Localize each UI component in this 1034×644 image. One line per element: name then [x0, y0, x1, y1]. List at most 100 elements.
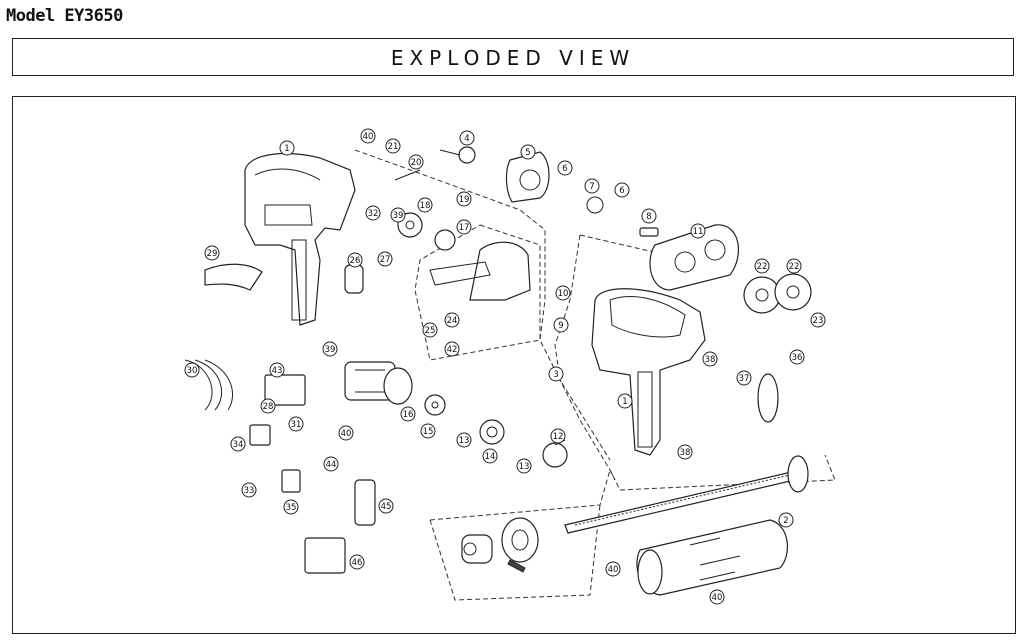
callout-label: 13	[459, 436, 470, 446]
callout-label: 3	[553, 370, 558, 380]
callout-label: 8	[646, 212, 651, 222]
part-piston	[461, 517, 539, 573]
callout-label: 5	[525, 148, 530, 158]
callout-part-9: 9	[553, 317, 569, 333]
callout-part-39: 39	[390, 207, 406, 223]
part-gears	[743, 273, 812, 314]
callout-part-35: 35	[283, 499, 299, 515]
callout-part-6: 6	[614, 182, 630, 198]
callout-part-13: 13	[516, 458, 532, 474]
callout-label: 40	[712, 593, 723, 603]
callout-part-3: 3	[548, 366, 564, 382]
callout-label: 39	[393, 211, 404, 221]
callout-part-36: 36	[789, 349, 805, 365]
callout-label: 20	[411, 158, 422, 168]
callout-part-27: 27	[377, 251, 393, 267]
callout-part-40: 40	[709, 589, 725, 605]
callout-label: 24	[447, 316, 458, 326]
callout-label: 27	[380, 255, 391, 265]
callout-part-29: 29	[204, 245, 220, 261]
callout-label: 14	[485, 452, 496, 462]
callout-part-40: 40	[338, 425, 354, 441]
part-small-components	[184, 146, 779, 574]
callout-label: 25	[425, 326, 436, 336]
callout-part-34: 34	[230, 436, 246, 452]
callout-label: 13	[519, 462, 530, 472]
callout-label: 22	[789, 262, 800, 272]
callout-part-23: 23	[810, 312, 826, 328]
callout-label: 1	[622, 397, 627, 407]
callout-part-11: 11	[690, 223, 706, 239]
callout-label: 39	[325, 345, 336, 355]
callout-label: 9	[558, 321, 563, 331]
callout-part-32: 32	[365, 205, 381, 221]
part-plunger-rod	[564, 455, 809, 534]
callout-label: 21	[388, 142, 399, 152]
assembly-group-lines	[354, 149, 836, 601]
callout-part-40: 40	[605, 561, 621, 577]
callout-part-39: 39	[322, 341, 338, 357]
callout-part-16: 16	[400, 406, 416, 422]
callout-label: 38	[705, 355, 716, 365]
callout-label: 35	[286, 503, 297, 513]
callout-part-38: 38	[677, 444, 693, 460]
callout-part-38: 38	[702, 351, 718, 367]
callout-label: 16	[403, 410, 414, 420]
callout-label: 46	[352, 558, 363, 568]
callout-label: 34	[233, 440, 244, 450]
callout-part-6: 6	[557, 160, 573, 176]
callout-label: 31	[291, 420, 302, 430]
callout-part-10: 10	[555, 285, 571, 301]
callout-label: 12	[553, 432, 564, 442]
callout-part-25: 25	[422, 322, 438, 338]
callout-label: 1	[284, 144, 289, 154]
callout-label: 17	[459, 223, 470, 233]
callout-label: 44	[326, 460, 337, 470]
callout-part-40: 40	[360, 128, 376, 144]
callout-label: 15	[423, 427, 434, 437]
callout-part-1: 1	[279, 140, 295, 156]
callout-label: 36	[792, 353, 803, 363]
callout-label: 28	[263, 402, 274, 412]
callout-label: 6	[619, 186, 624, 196]
callout-part-22: 22	[754, 258, 770, 274]
callout-label: 26	[350, 256, 361, 266]
callout-label: 22	[757, 262, 768, 272]
callout-part-2: 2	[778, 512, 794, 528]
callout-part-1: 1	[617, 393, 633, 409]
callout-part-33: 33	[241, 482, 257, 498]
callout-label: 32	[368, 209, 379, 219]
callout-part-26: 26	[347, 252, 363, 268]
callout-label: 40	[363, 132, 374, 142]
part-housing-left	[244, 152, 356, 326]
diagram-frame	[12, 96, 1016, 634]
callout-label: 38	[680, 448, 691, 458]
callout-label: 29	[207, 249, 218, 259]
callout-part-24: 24	[444, 312, 460, 328]
part-gearbox	[649, 224, 739, 291]
part-motor	[344, 361, 413, 405]
callout-label: 6	[562, 164, 567, 174]
callout-label: 37	[739, 374, 750, 384]
callout-part-42: 42	[444, 341, 460, 357]
callout-part-28: 28	[260, 398, 276, 414]
callout-part-43: 43	[269, 362, 285, 378]
callout-part-14: 14	[482, 448, 498, 464]
callout-part-44: 44	[323, 456, 339, 472]
callout-part-37: 37	[736, 370, 752, 386]
callout-label: 19	[459, 195, 470, 205]
callout-part-5: 5	[520, 144, 536, 160]
callout-part-46: 46	[349, 554, 365, 570]
callout-part-45: 45	[378, 498, 394, 514]
callout-label: 40	[608, 565, 619, 575]
page-title: EXPLODED VIEW	[390, 46, 636, 70]
callout-label: 2	[783, 516, 788, 526]
callout-label: 45	[381, 502, 392, 512]
callout-label: 40	[341, 429, 352, 439]
callout-label: 30	[187, 366, 198, 376]
callout-label: 10	[558, 289, 569, 299]
callout-label: 4	[464, 134, 469, 144]
callout-label: 42	[447, 345, 458, 355]
callout-label: 23	[813, 316, 824, 326]
